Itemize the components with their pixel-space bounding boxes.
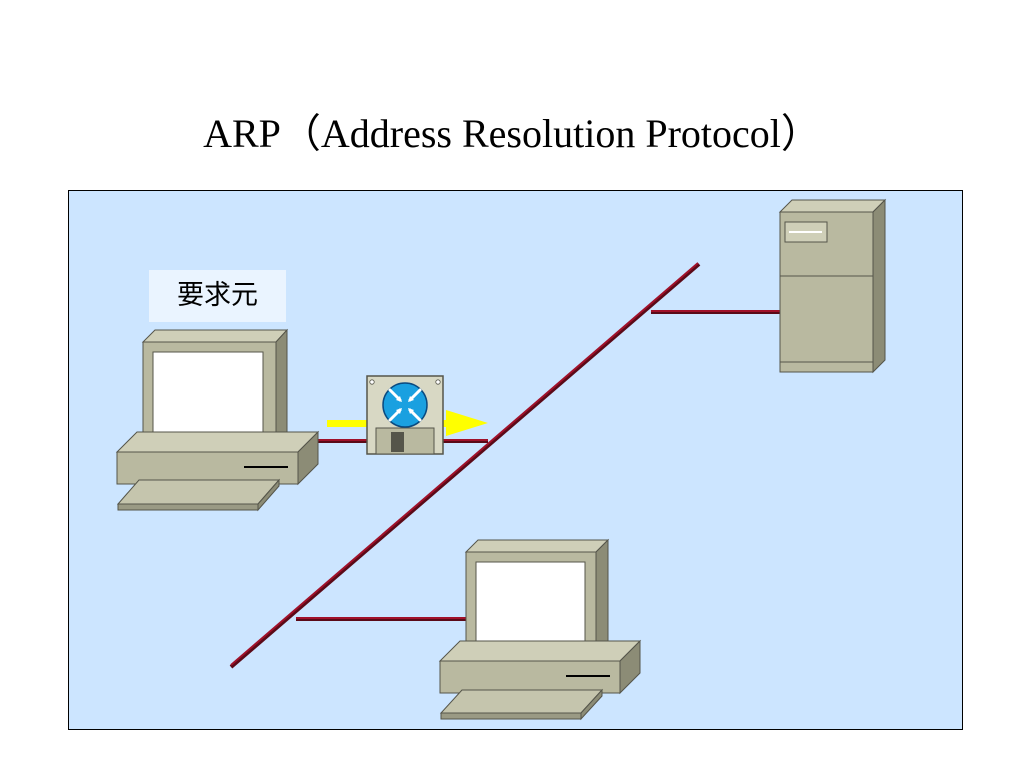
desktop-computer-icon <box>115 328 320 512</box>
network-backbone <box>229 262 701 669</box>
desktop-computer-icon <box>438 538 642 721</box>
tower-server-icon <box>778 198 887 374</box>
cable-server <box>651 310 780 314</box>
router-packet-icon <box>366 375 444 455</box>
cable-target-pc <box>296 617 468 621</box>
slide-title: ARP（Address Resolution Protocol） <box>203 111 821 156</box>
requester-label: 要求元 <box>149 270 286 322</box>
